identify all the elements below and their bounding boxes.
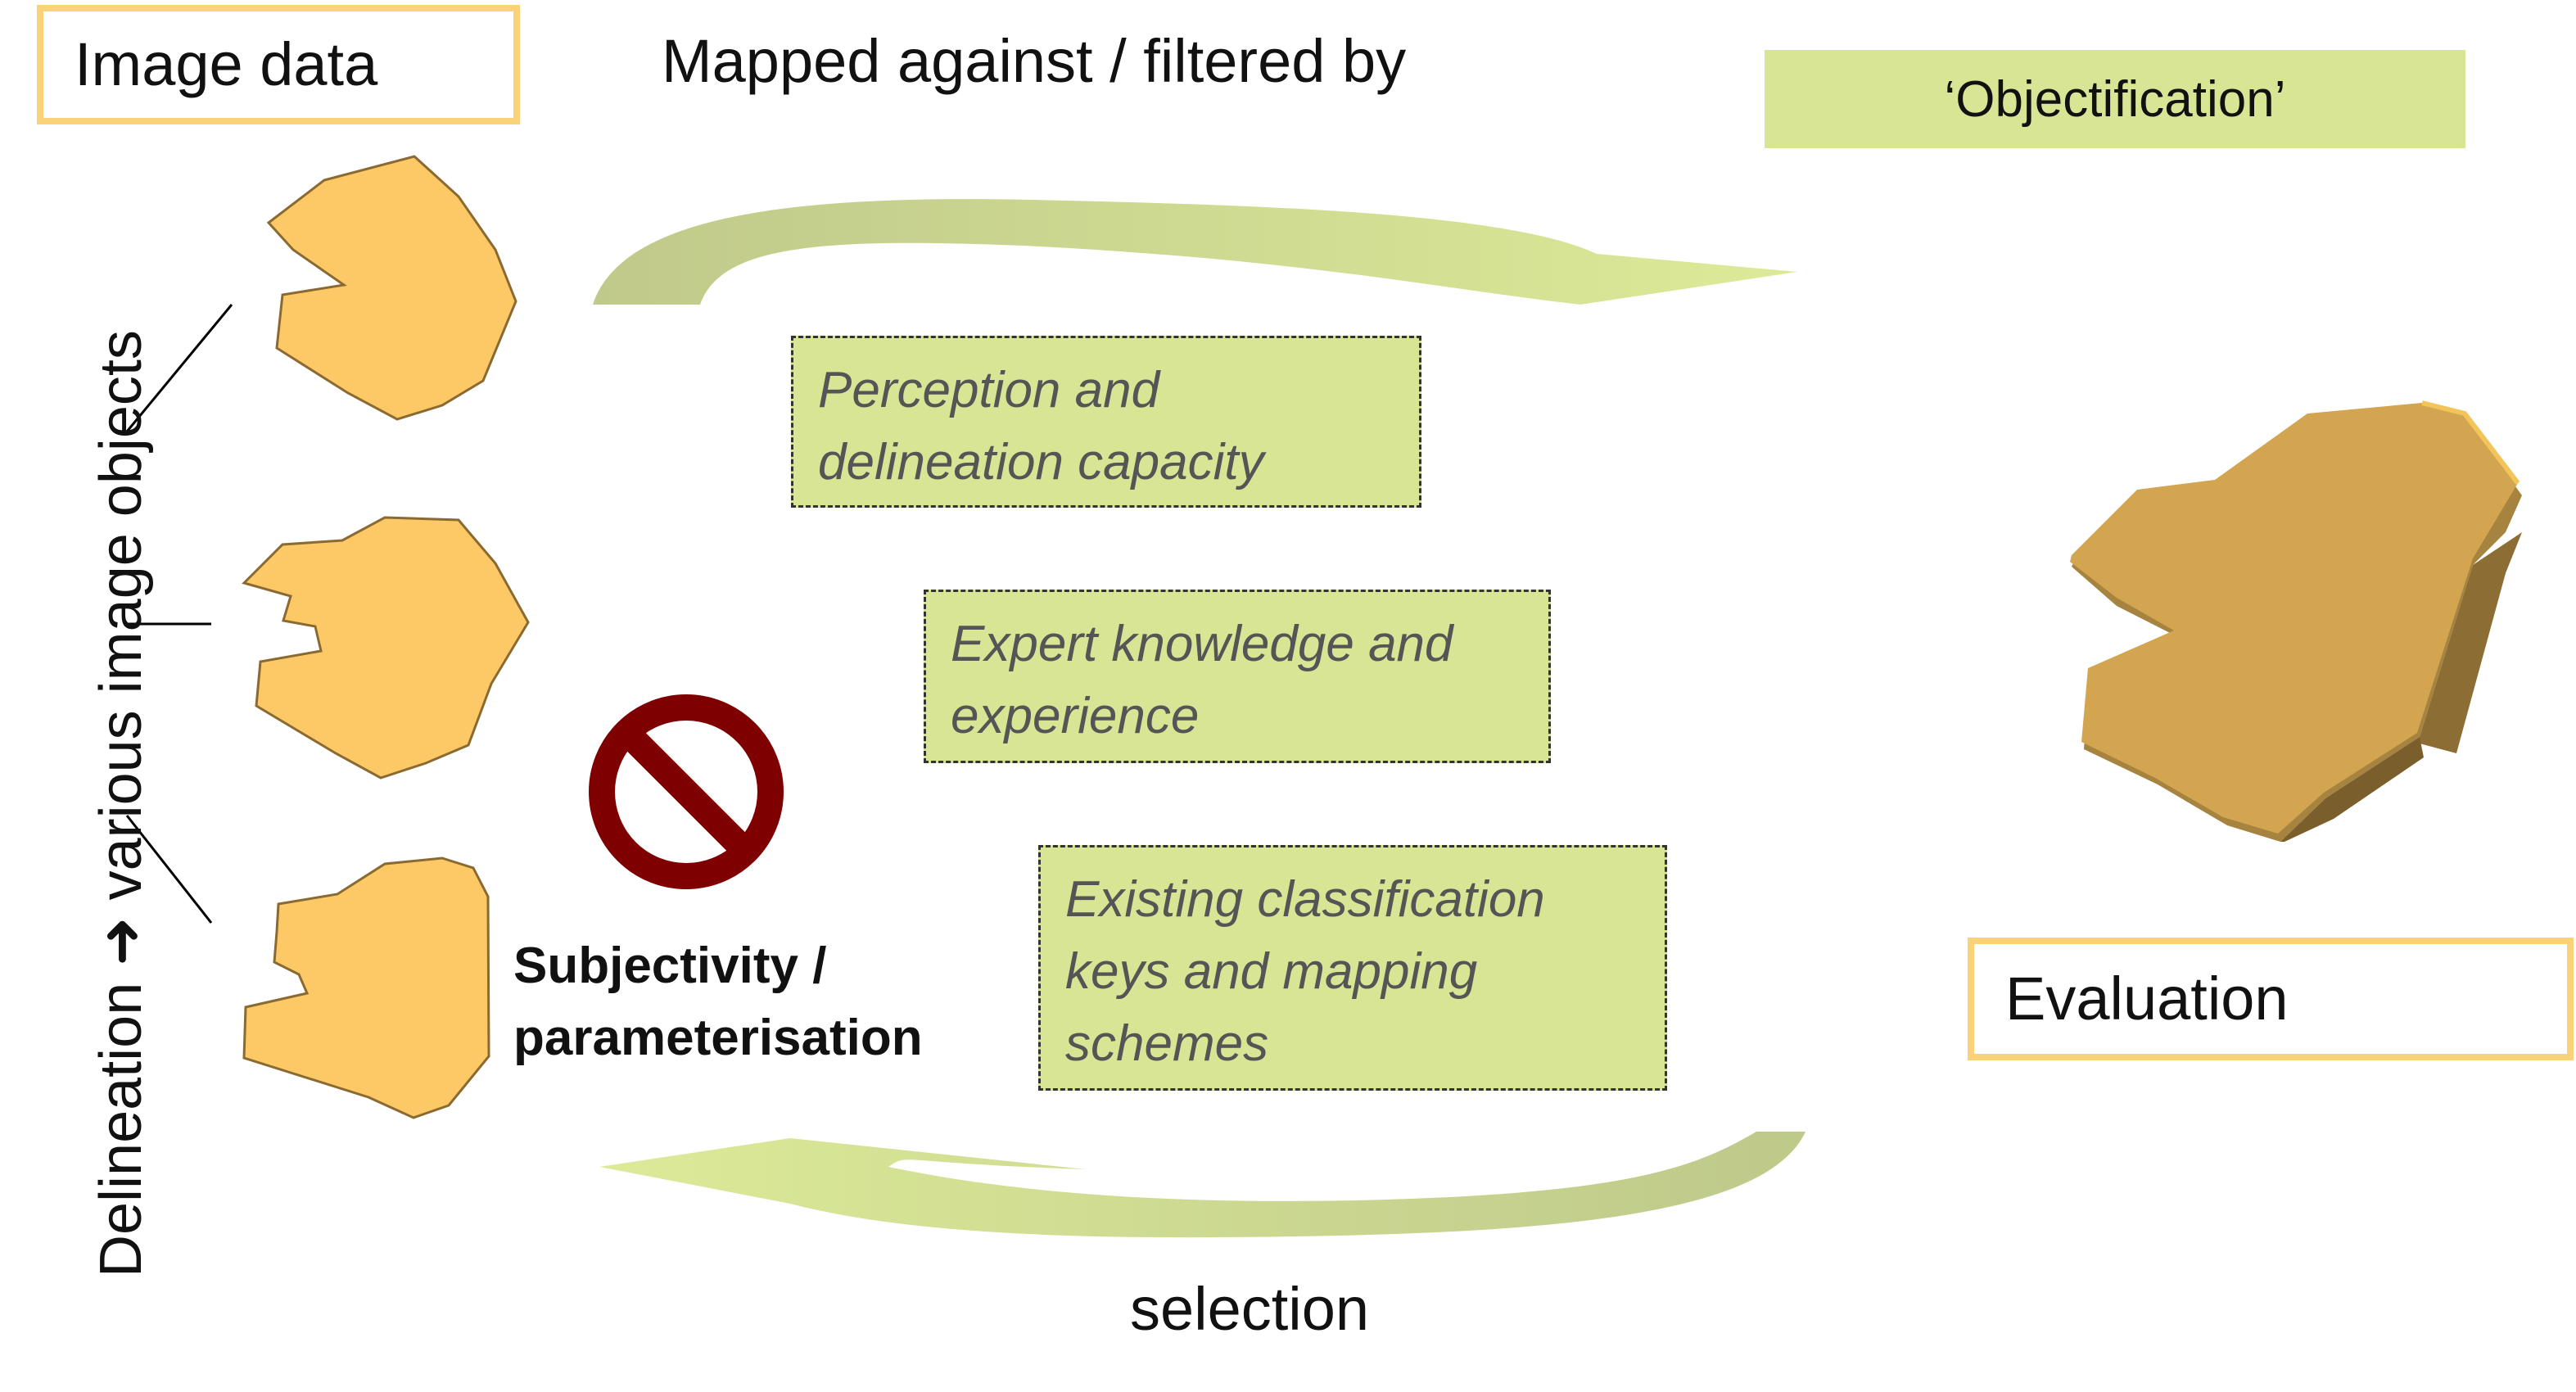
image-data-box: Image data xyxy=(37,5,520,124)
evaluation-label: Evaluation xyxy=(2005,965,2289,1033)
connector-line-bottom xyxy=(125,815,213,924)
factor-text-line: schemes xyxy=(1065,1015,1269,1072)
factor-text-line: keys and mapping xyxy=(1065,943,1478,1000)
factor-text-line: delineation capacity xyxy=(818,434,1264,490)
mapped-label: Mapped against / filtered by xyxy=(662,27,1407,95)
factor-box-classification-keys: Existing classification keys and mapping… xyxy=(1038,845,1667,1091)
objectification-box: ‘Objectification’ xyxy=(1765,50,2465,148)
prohibition-icon xyxy=(589,694,784,889)
objectification-label: ‘Objectification’ xyxy=(1944,70,2286,128)
subjectivity-line-2: parameterisation xyxy=(513,1010,923,1066)
image-object-1 xyxy=(266,155,517,421)
connector-line-top xyxy=(125,304,233,432)
subjectivity-line-1: Subjectivity / xyxy=(513,938,827,994)
factor-text-line: experience xyxy=(951,688,1200,744)
image-object-3 xyxy=(242,856,490,1119)
factor-box-perception: Perception and delineation capacity xyxy=(791,336,1421,508)
evaluation-box: Evaluation xyxy=(1968,938,2574,1060)
factor-text-line: Perception and xyxy=(818,362,1160,418)
image-object-2 xyxy=(242,516,530,780)
image-data-label: Image data xyxy=(75,30,378,98)
subjectivity-label: Subjectivity / parameterisation xyxy=(513,930,923,1074)
bottom-curved-arrow xyxy=(599,1132,1805,1238)
factor-box-expert-knowledge: Expert knowledge and experience xyxy=(924,590,1551,763)
delineation-vertical-label: Delineation ➜ various image objects xyxy=(88,330,154,1277)
top-curved-arrow xyxy=(593,199,1797,305)
factor-text-line: Expert knowledge and xyxy=(951,616,1453,672)
evaluated-object-3d xyxy=(2070,400,2522,842)
selection-label: selection xyxy=(1130,1275,1370,1343)
factor-text-line: Existing classification xyxy=(1065,871,1545,928)
